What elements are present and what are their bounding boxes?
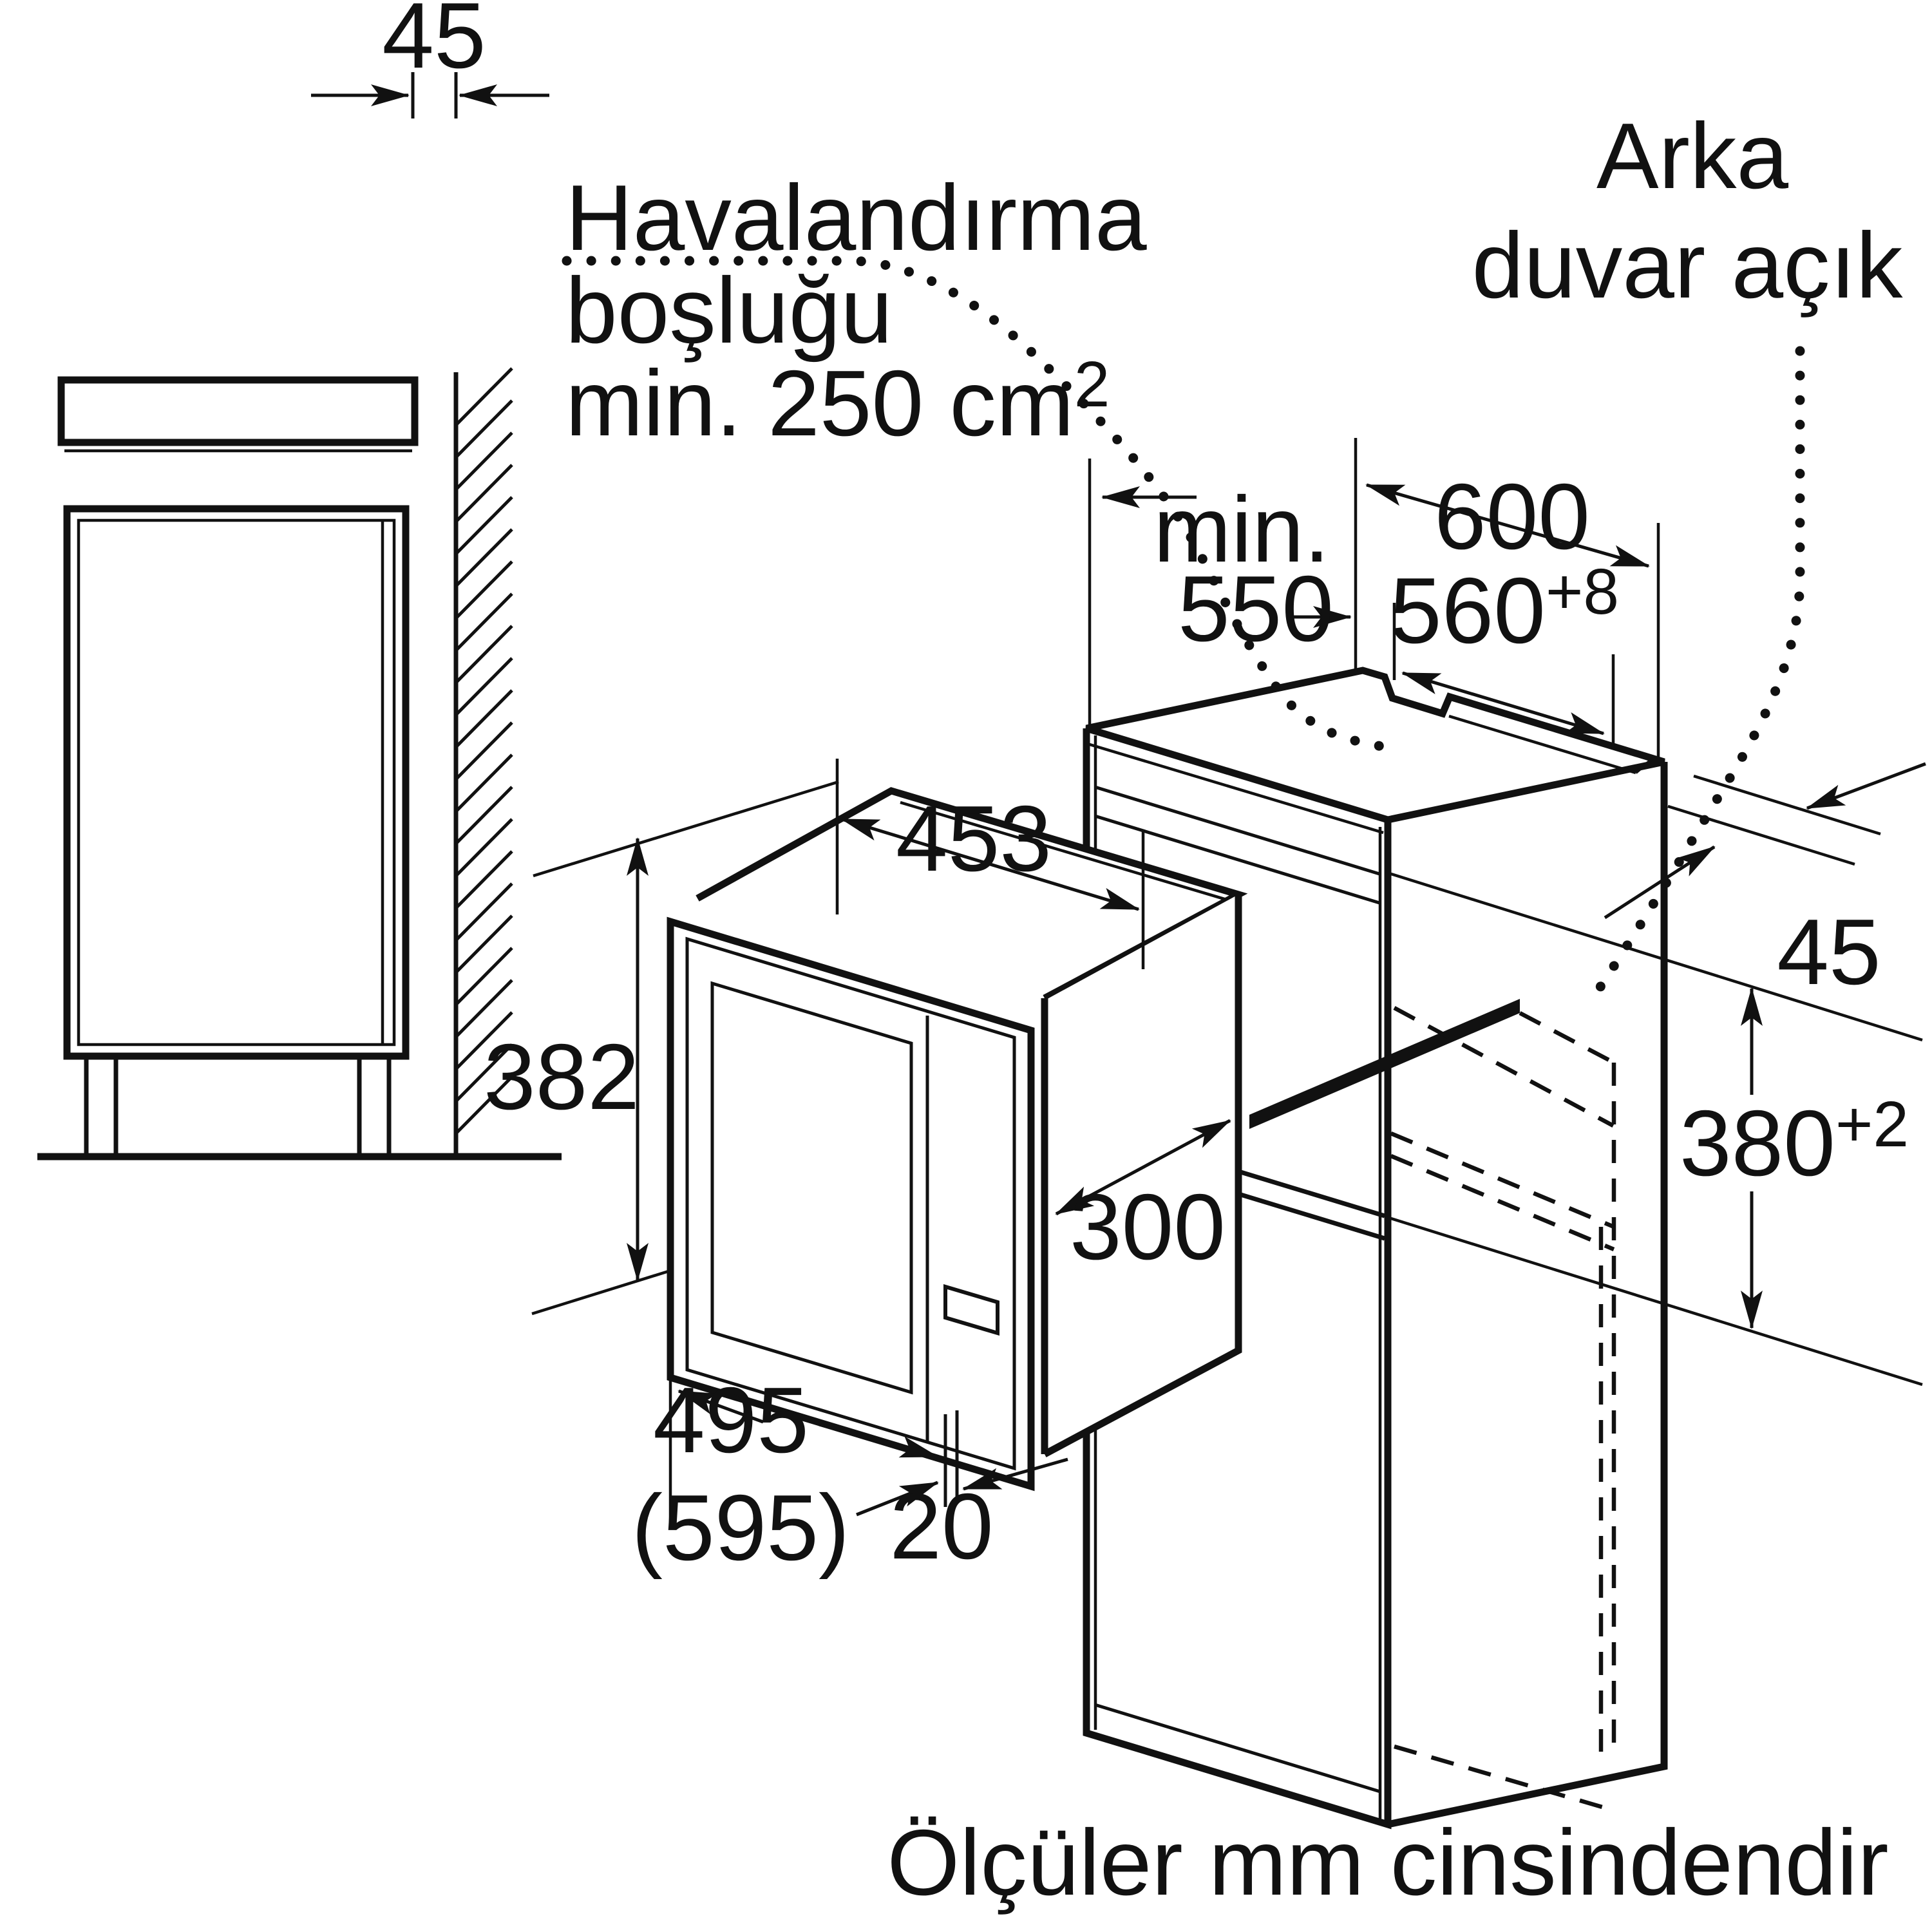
wall-hatching (455, 367, 513, 1135)
dim-back-recess-45: 45 (1604, 762, 1926, 1004)
dim-45-right-label: 45 (1777, 900, 1880, 1004)
dim-495-20: 495 (595) 20 (632, 1368, 1068, 1580)
cabinet-legs (84, 1056, 392, 1153)
dim-382: 382 (484, 780, 839, 1316)
dim-min-label: min. (1153, 477, 1330, 582)
dim-min-550: min. 550 (1088, 438, 1358, 726)
shelf-rail-strip (1249, 999, 1520, 1129)
dim-560: 560+8 (1390, 556, 1619, 750)
dim-550-label: 550 (1178, 556, 1334, 661)
dim-wall-gap: 45 (311, 0, 549, 118)
dim-382-label: 382 (484, 1025, 639, 1129)
dim-560-label: 560+8 (1390, 556, 1619, 663)
counter-top (57, 376, 419, 446)
cabinet-side-outline (1387, 762, 1668, 1828)
mw-frame-inner (685, 936, 1016, 1471)
dim-453: 453 (835, 759, 1145, 969)
hidden-edges (1390, 1006, 1616, 1811)
base-cabinet-door (77, 518, 396, 1046)
back-wall-leader-dotted (1587, 346, 1805, 1005)
back-wall-note-line2: duvar açık (1472, 213, 1903, 317)
back-wall-note-line1: Arka (1596, 104, 1789, 208)
dim-600: 600 (1365, 464, 1660, 760)
side-view: 45 (37, 0, 562, 1160)
dim-depth-arrow (1055, 1119, 1231, 1216)
ventilation-note-line3: min. 250 cm2 (565, 348, 1110, 455)
dim-45-left-label: 45 (382, 0, 486, 88)
cabinet-right-face (1388, 762, 1664, 1824)
ventilation-note-line2: boşluğu (565, 258, 893, 363)
base-cabinet-body (63, 505, 410, 1060)
mw-display (943, 1283, 999, 1336)
mw-door-window (710, 981, 913, 1395)
dim-20-label: 20 (889, 1474, 993, 1578)
dim-453-label: 453 (896, 786, 1052, 891)
dim-595-label: (595) (632, 1475, 850, 1580)
mw-right-edges (1041, 895, 1242, 1457)
dim-495-label: 495 (653, 1368, 809, 1472)
dim-300-label: 300 (1070, 1175, 1226, 1279)
annotations: Havalandırma boşluğu min. 250 cm2 Arka d… (484, 104, 1926, 1915)
microwave: 300 (667, 787, 1248, 1492)
mw-front-frame (667, 916, 1035, 1492)
dim-380: 380+2 (1390, 872, 1923, 1387)
dim-380-label: 380+2 (1680, 1088, 1909, 1195)
units-note: Ölçüler mm cinsindendir (887, 1810, 1888, 1915)
dim-600-label: 600 (1434, 464, 1590, 569)
ventilation-note-line1: Havalandırma (565, 166, 1147, 270)
